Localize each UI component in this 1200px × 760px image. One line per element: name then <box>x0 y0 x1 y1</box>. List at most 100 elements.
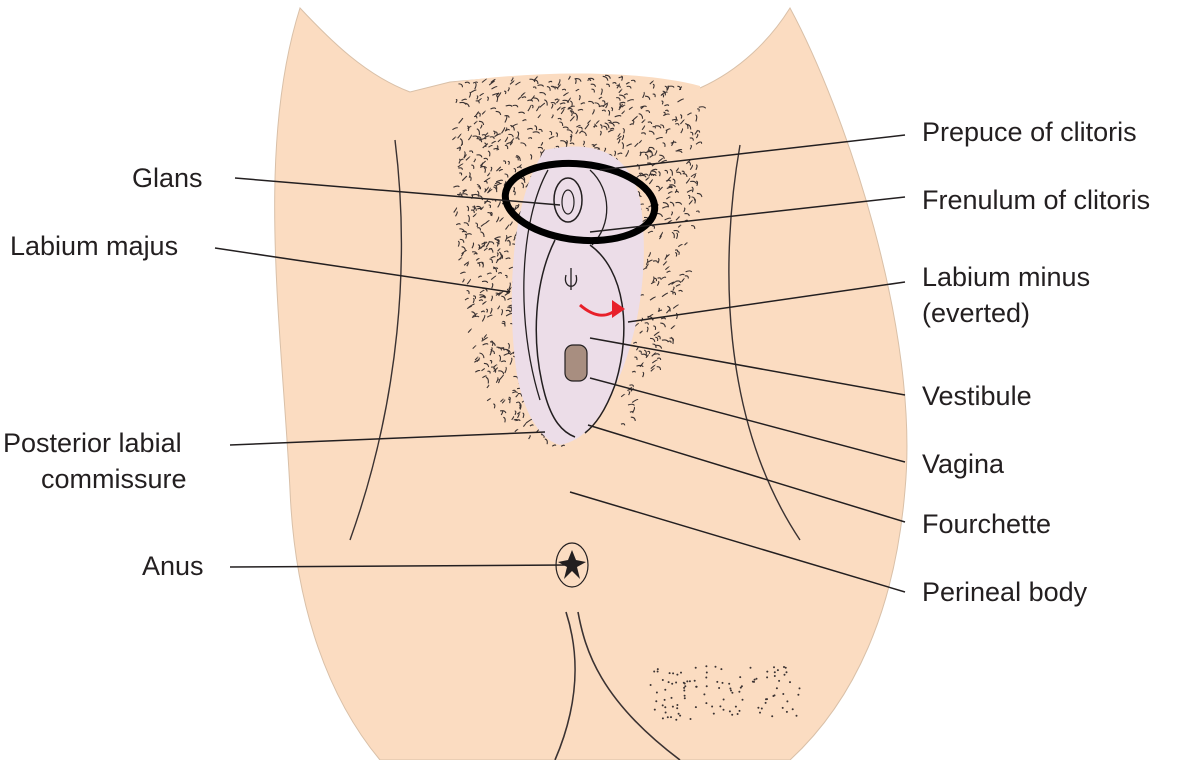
stipple-dot <box>668 672 671 675</box>
stipple-dot <box>773 671 776 674</box>
stipple-dot <box>693 679 696 682</box>
label-labium-minus: Labium minus (everted) <box>922 259 1090 331</box>
stipple-dot <box>671 705 674 708</box>
stipple-dot <box>759 711 761 714</box>
stipple-dot <box>670 696 673 699</box>
stipple-dot <box>760 707 763 710</box>
stipple-dot <box>661 717 664 720</box>
stipple-dot <box>728 682 731 685</box>
label-labium-minus-line2: (everted) <box>922 298 1031 328</box>
stipple-dot <box>683 689 686 692</box>
stipple-dot <box>764 701 767 704</box>
stipple-dot <box>755 677 758 680</box>
leader-vagina <box>589 377 906 463</box>
labium-majus-left-outline <box>523 169 549 401</box>
leader-labium-minus <box>627 281 906 323</box>
stipple-dot <box>655 700 658 703</box>
stipple-dot <box>666 716 669 719</box>
label-labium-minus-line1: Labium minus <box>922 262 1091 292</box>
stipple-dot <box>677 712 680 715</box>
stipple-dot <box>688 680 691 683</box>
label-posterior-labial-commissure-line2: commissure <box>41 464 187 494</box>
stipple-dot <box>705 676 708 679</box>
stipple-dot <box>775 687 778 690</box>
labium-minus-left-outline <box>535 239 576 438</box>
stipple-dot <box>721 681 724 684</box>
stipple-dot <box>722 698 725 701</box>
stipple-dot <box>661 679 664 681</box>
stipple-dot <box>736 713 739 715</box>
stipple-dot <box>661 704 664 707</box>
leader-perineal-body <box>569 491 906 593</box>
right-thigh-crease <box>728 144 801 541</box>
gluteal-cleft <box>554 611 681 760</box>
stipple-dot <box>705 702 708 705</box>
stipple-dot <box>728 710 731 713</box>
glans-inner <box>561 189 575 215</box>
stipple-dot <box>655 691 658 694</box>
label-prepuce-of-clitoris: Prepuce of clitoris <box>922 117 1137 147</box>
stipple-dot <box>730 689 732 692</box>
stipple-dot <box>778 679 781 682</box>
labium-minus-right-outline <box>584 244 625 434</box>
leader-prepuce <box>599 134 906 171</box>
label-vestibule: Vestibule <box>922 381 1032 411</box>
label-labium-majus: Labium majus <box>10 231 179 261</box>
stipple-dot <box>740 685 743 688</box>
leader-vestibule <box>589 337 906 396</box>
stipple-dot <box>653 670 656 673</box>
stipple-dot <box>797 693 800 696</box>
stipple-dot <box>675 718 678 721</box>
vestibule-area <box>511 146 644 445</box>
highlight-ring <box>501 159 659 245</box>
stipple-dot <box>798 687 801 690</box>
stipple-dot <box>649 684 652 686</box>
stipple-dot <box>729 687 732 690</box>
stipple-dot <box>738 709 741 712</box>
stipple-dot <box>683 694 686 697</box>
stipple-dot <box>671 682 674 685</box>
stipple-dot <box>773 666 775 669</box>
glans-shape <box>553 177 583 223</box>
stipple-dot <box>656 668 659 671</box>
stipple-dot <box>784 666 787 669</box>
stipple-dot <box>791 708 794 711</box>
stipple-dot <box>653 708 656 711</box>
left-thigh-crease <box>349 139 403 541</box>
label-posterior-labial-commissure: Posterior labial commissure <box>3 425 218 497</box>
leader-labium-majus <box>214 247 511 293</box>
stipple-dot <box>785 710 788 713</box>
buttock-stipple <box>649 665 801 721</box>
stipple-dot <box>664 711 667 714</box>
stipple-dot <box>703 693 706 696</box>
stipple-dot <box>749 666 752 669</box>
leader-frenulum <box>589 196 906 233</box>
stipple-dot <box>712 712 715 715</box>
stipple-dot <box>785 671 788 674</box>
stipple-dot <box>684 685 687 688</box>
stipple-dot <box>716 680 719 683</box>
stipple-dot <box>795 714 798 717</box>
stipple-dot <box>718 687 721 689</box>
stipple-dot <box>720 668 723 671</box>
stipple-dot <box>670 716 672 719</box>
stipple-dot <box>680 671 682 674</box>
stipple-dot <box>683 697 686 700</box>
stipple-dot <box>694 666 697 669</box>
stipple-dot <box>686 680 689 683</box>
leader-posterior-labial-commissure <box>229 431 546 446</box>
stipple-dot <box>739 686 742 689</box>
stipple-dot <box>664 688 667 691</box>
label-glans: Glans <box>132 163 203 193</box>
label-anus: Anus <box>142 551 204 581</box>
stipple-dot <box>781 706 784 709</box>
anus-star <box>558 550 586 579</box>
stipple-dot <box>689 718 692 720</box>
stipple-dot <box>705 685 708 688</box>
label-posterior-labial-commissure-line1: Posterior labial <box>3 428 182 458</box>
stipple-dot <box>664 706 667 709</box>
stipple-dot <box>731 713 734 716</box>
stipple-dot <box>741 698 744 701</box>
